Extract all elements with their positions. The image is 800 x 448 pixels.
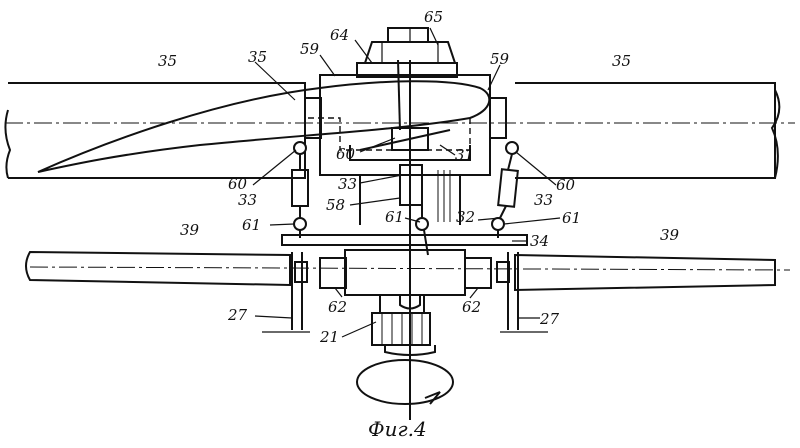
label-61-left: 61 bbox=[242, 216, 261, 234]
label-35-mid: 35 bbox=[248, 48, 267, 66]
upper-blade-right bbox=[515, 82, 781, 179]
label-33-center: 33 bbox=[338, 175, 357, 193]
airfoil-profile bbox=[37, 80, 491, 173]
lower-blade-left bbox=[25, 250, 291, 287]
lower-blade-right bbox=[514, 253, 776, 292]
label-62-right: 62 bbox=[462, 298, 481, 316]
label-35-right: 35 bbox=[612, 52, 631, 70]
label-60-right: 60 bbox=[556, 176, 576, 194]
central-yoke bbox=[349, 59, 471, 420]
label-60-left: 60 bbox=[228, 175, 248, 193]
label-65: 65 bbox=[424, 8, 443, 26]
label-27-right: 27 bbox=[539, 310, 560, 328]
shaft bbox=[371, 294, 436, 356]
label-33-right: 33 bbox=[534, 191, 553, 209]
label-39-left: 39 bbox=[180, 221, 200, 239]
label-27-left: 27 bbox=[227, 306, 248, 324]
label-33-left: 33 bbox=[238, 191, 257, 209]
label-21: 21 bbox=[319, 328, 339, 346]
label-59-left: 59 bbox=[300, 40, 320, 58]
label-39-right: 39 bbox=[660, 226, 680, 244]
label-62-left: 62 bbox=[328, 298, 347, 316]
label-34: 34 bbox=[530, 232, 549, 250]
support-left bbox=[262, 252, 310, 333]
figure-caption: Фиг.4 bbox=[368, 417, 427, 441]
top-nut bbox=[356, 27, 458, 78]
label-60-center: 60 bbox=[336, 145, 356, 163]
label-58: 58 bbox=[326, 196, 345, 214]
swash-plate bbox=[281, 234, 528, 246]
rotation-arrow-head bbox=[424, 391, 441, 405]
label-31: 31 bbox=[455, 146, 474, 164]
lower-axis-line bbox=[29, 266, 791, 271]
label-61-right: 61 bbox=[562, 209, 581, 227]
label-59-right: 59 bbox=[490, 50, 510, 68]
label-35-left: 35 bbox=[158, 52, 177, 70]
label-32: 32 bbox=[456, 208, 475, 226]
leader-lines bbox=[252, 27, 561, 338]
support-right bbox=[500, 252, 548, 333]
rotation-arrow-ellipse bbox=[356, 359, 454, 405]
pitch-link-left bbox=[291, 141, 309, 238]
label-61-center: 61 bbox=[385, 208, 404, 226]
label-64: 64 bbox=[330, 26, 349, 44]
lower-hub bbox=[294, 249, 510, 296]
hub-block bbox=[304, 74, 507, 176]
pitch-link-center bbox=[415, 205, 429, 256]
